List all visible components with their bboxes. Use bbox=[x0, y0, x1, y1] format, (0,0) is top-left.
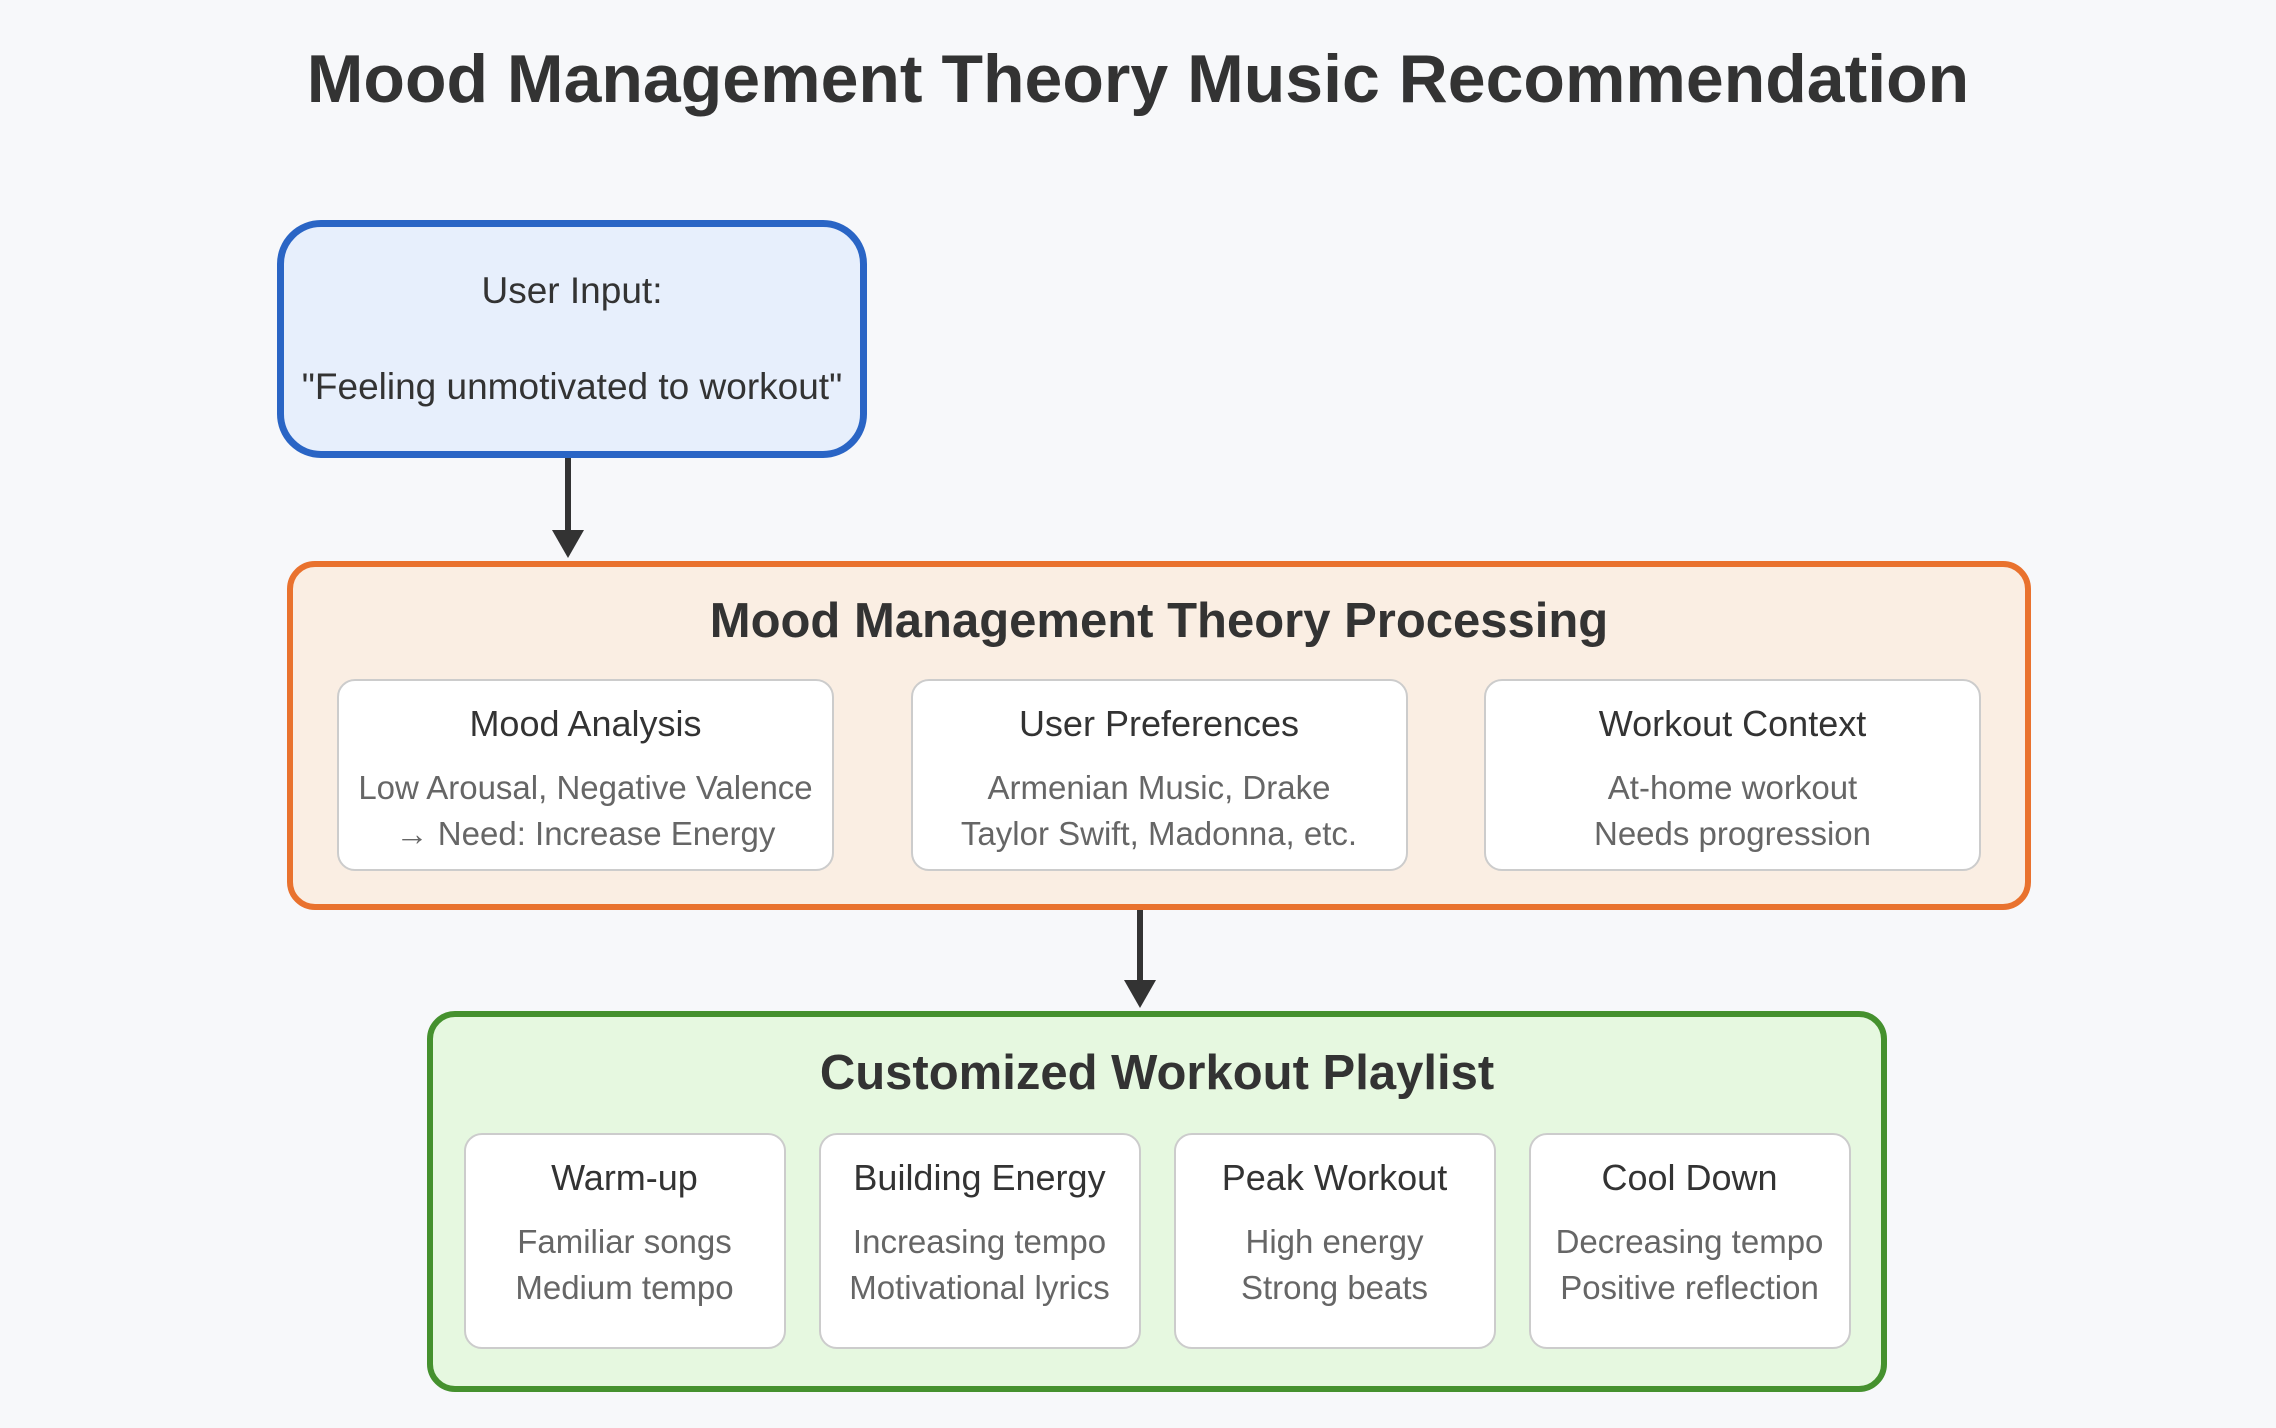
card-user-preferences: User Preferences Armenian Music, Drake T… bbox=[910, 679, 1408, 871]
card-line: At-home workout bbox=[1607, 769, 1858, 806]
card-warm-up: Warm-up Familiar songs Medium tempo bbox=[463, 1133, 786, 1349]
card-title: User Preferences bbox=[1018, 703, 1300, 744]
card-line: Positive reflection bbox=[1560, 1269, 1819, 1306]
card-line: Armenian Music, Drake bbox=[987, 769, 1331, 806]
card-peak-workout: Peak Workout High energy Strong beats bbox=[1173, 1133, 1496, 1349]
processing-card-row: Mood Analysis Low Arousal, Negative Vale… bbox=[293, 679, 2025, 871]
user-input-node: User Input: "Feeling unmotivated to work… bbox=[277, 220, 867, 458]
card-line: Strong beats bbox=[1240, 1269, 1429, 1306]
card-title: Warm-up bbox=[551, 1157, 698, 1198]
card-title: Peak Workout bbox=[1221, 1157, 1448, 1198]
arrow-processing-to-playlist bbox=[1137, 910, 1143, 982]
processing-title: Mood Management Theory Processing bbox=[709, 594, 1609, 648]
card-title: Cool Down bbox=[1601, 1157, 1778, 1198]
card-body: High energy Strong beats bbox=[1176, 1219, 1494, 1311]
card-line: Needs progression bbox=[1594, 815, 1871, 852]
card-body: Decreasing tempo Positive reflection bbox=[1531, 1219, 1849, 1311]
card-body: Increasing tempo Motivational lyrics bbox=[821, 1219, 1139, 1311]
card-mood-analysis: Mood Analysis Low Arousal, Negative Vale… bbox=[337, 679, 834, 871]
processing-node: Mood Management Theory Processing Mood A… bbox=[287, 561, 2031, 910]
card-building-energy: Building Energy Increasing tempo Motivat… bbox=[818, 1133, 1141, 1349]
card-line: Decreasing tempo bbox=[1555, 1223, 1824, 1260]
card-title: Workout Context bbox=[1598, 703, 1867, 744]
card-line: Low Arousal, Negative Valence bbox=[358, 769, 813, 806]
user-input-quote: "Feeling unmotivated to workout" bbox=[301, 366, 843, 407]
card-body: Low Arousal, Negative Valence → Need: In… bbox=[339, 765, 832, 857]
user-input-label: User Input: bbox=[481, 270, 663, 311]
card-title: Mood Analysis bbox=[469, 703, 702, 744]
card-body: Familiar songs Medium tempo bbox=[466, 1219, 784, 1311]
card-line: Increasing tempo bbox=[852, 1223, 1107, 1260]
card-body: At-home workout Needs progression bbox=[1486, 765, 1979, 857]
playlist-title: Customized Workout Playlist bbox=[819, 1046, 1495, 1100]
page-title: Mood Management Theory Music Recommendat… bbox=[306, 41, 1970, 117]
card-line: → Need: Increase Energy bbox=[395, 815, 776, 852]
card-line: High energy bbox=[1245, 1223, 1424, 1260]
card-line: Motivational lyrics bbox=[849, 1269, 1110, 1306]
arrow-down-icon bbox=[1124, 980, 1156, 1008]
card-line: Familiar songs bbox=[517, 1223, 732, 1260]
card-line: Taylor Swift, Madonna, etc. bbox=[960, 815, 1358, 852]
card-cool-down: Cool Down Decreasing tempo Positive refl… bbox=[1528, 1133, 1851, 1349]
arrow-down-icon bbox=[552, 530, 584, 558]
arrow-input-to-processing bbox=[565, 458, 571, 532]
card-line: Medium tempo bbox=[515, 1269, 734, 1306]
playlist-card-row: Warm-up Familiar songs Medium tempo Buil… bbox=[433, 1133, 1881, 1349]
playlist-node: Customized Workout Playlist Warm-up Fami… bbox=[427, 1011, 1887, 1392]
card-workout-context: Workout Context At-home workout Needs pr… bbox=[1484, 679, 1981, 871]
card-title: Building Energy bbox=[853, 1157, 1106, 1198]
card-body: Armenian Music, Drake Taylor Swift, Mado… bbox=[913, 765, 1406, 857]
